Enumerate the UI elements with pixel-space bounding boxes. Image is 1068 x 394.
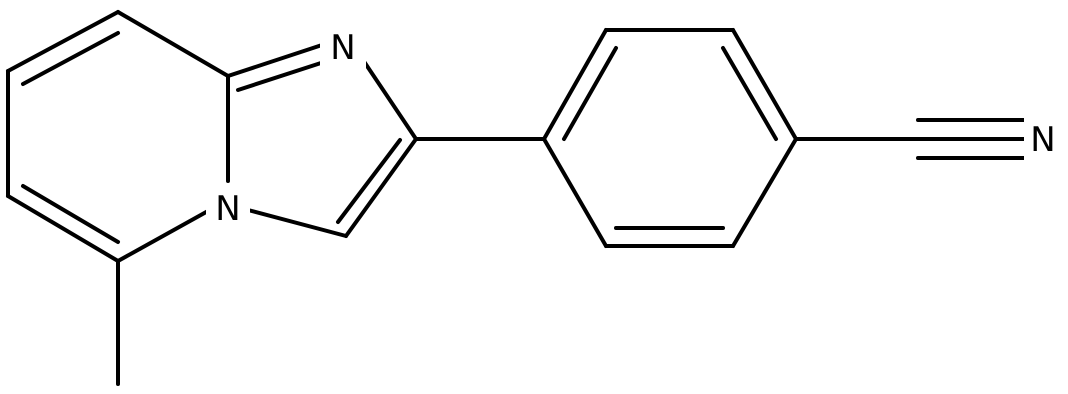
bond-c8a-n1-inner	[236, 60, 326, 92]
bond-n1-c2	[361, 58, 418, 141]
atom-label-n-bridgehead: N	[215, 189, 240, 229]
bond-c8-c7-inner	[21, 31, 120, 86]
bond-c6-c5	[6, 194, 120, 263]
bond-c5-n4	[116, 209, 210, 263]
bond-ph6-ph1	[542, 137, 608, 248]
bond-c2-c3-inner	[336, 138, 402, 224]
bond-c8-c8a	[116, 10, 230, 78]
label-bg-nitrile	[1024, 116, 1064, 162]
bond-c8a-n1	[226, 43, 324, 78]
bond-c3-n4	[246, 208, 348, 238]
label-bg-n1	[320, 24, 366, 72]
atom-label-n-nitrile: N	[1030, 120, 1055, 160]
bond-c8-c7	[6, 10, 120, 73]
atom-label-n-imidazole: N	[330, 28, 355, 68]
bond-ph3-ph4-inner	[721, 46, 778, 141]
bond-ph3-ph4	[731, 28, 798, 141]
bond-ph1-ph2-inner	[562, 46, 618, 141]
bond-c6-c5-inner	[21, 184, 120, 244]
bond-ph1-ph2	[542, 28, 608, 141]
label-bg-n4	[206, 184, 250, 230]
bond-c2-c3	[344, 137, 418, 238]
bond-ph4-ph5	[731, 137, 798, 248]
